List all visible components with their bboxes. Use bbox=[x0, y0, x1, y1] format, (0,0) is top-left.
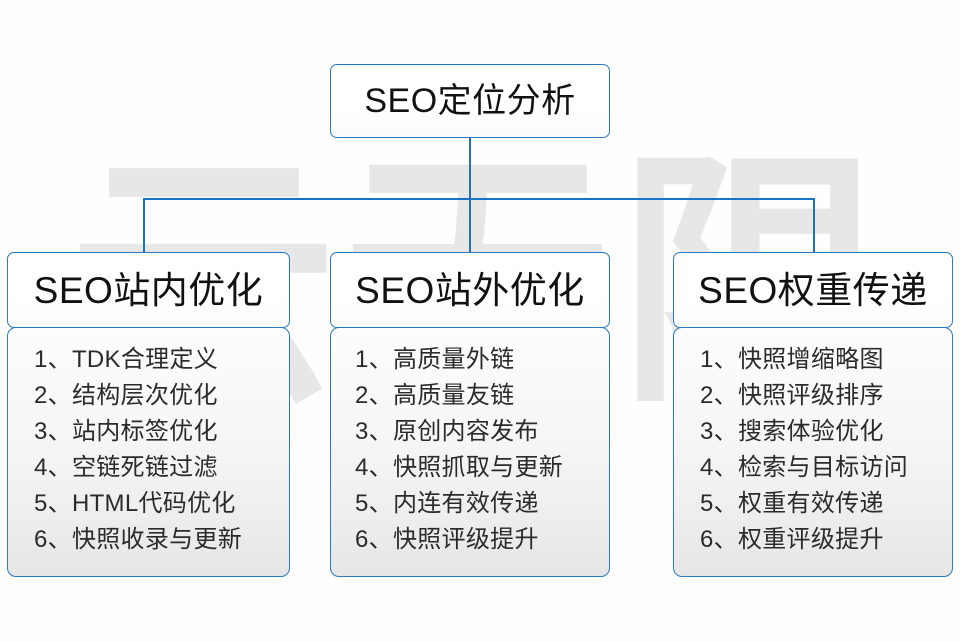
branch-item-list: 1、高质量外链 2、高质量友链 3、原创内容发布 4、快照抓取与更新 5、内连有… bbox=[331, 342, 609, 558]
list-item: 5、权重有效传递 bbox=[700, 490, 884, 517]
root-node[interactable]: SEO定位分析 bbox=[330, 64, 610, 138]
root-node-label: SEO定位分析 bbox=[364, 82, 576, 120]
branch-header-off-site[interactable]: SEO站外优化 bbox=[330, 252, 610, 328]
list-item: 4、空链死链过滤 bbox=[34, 454, 218, 481]
list-item: 1、快照增缩略图 bbox=[700, 346, 884, 373]
branch-header-on-site[interactable]: SEO站内优化 bbox=[7, 252, 290, 328]
list-item: 6、快照收录与更新 bbox=[34, 526, 243, 553]
branch-body-weight-transfer: 1、快照增缩略图 2、快照评级排序 3、搜索体验优化 4、检索与目标访问 5、权… bbox=[673, 327, 953, 577]
list-item: 5、HTML代码优化 bbox=[34, 490, 236, 517]
connector-drop-middle bbox=[469, 198, 471, 253]
connector-drop-left bbox=[143, 198, 145, 253]
list-item: 3、原创内容发布 bbox=[355, 418, 539, 445]
branch-header-label: SEO站内优化 bbox=[33, 269, 264, 311]
list-item: 1、高质量外链 bbox=[355, 346, 515, 373]
connector-drop-right bbox=[813, 198, 815, 253]
list-item: 2、结构层次优化 bbox=[34, 382, 218, 409]
list-item: 4、检索与目标访问 bbox=[700, 454, 909, 481]
branch-body-off-site: 1、高质量外链 2、高质量友链 3、原创内容发布 4、快照抓取与更新 5、内连有… bbox=[330, 327, 610, 577]
connector-root-stem bbox=[469, 138, 471, 199]
list-item: 4、快照抓取与更新 bbox=[355, 454, 564, 481]
branch-item-list: 1、TDK合理定义 2、结构层次优化 3、站内标签优化 4、空链死链过滤 5、H… bbox=[8, 342, 289, 558]
branch-header-label: SEO权重传递 bbox=[698, 269, 928, 311]
list-item: 6、快照评级提升 bbox=[355, 526, 539, 553]
branch-header-weight-transfer[interactable]: SEO权重传递 bbox=[673, 252, 953, 328]
list-item: 5、内连有效传递 bbox=[355, 490, 539, 517]
list-item: 2、快照评级排序 bbox=[700, 382, 884, 409]
list-item: 6、权重评级提升 bbox=[700, 526, 884, 553]
branch-body-on-site: 1、TDK合理定义 2、结构层次优化 3、站内标签优化 4、空链死链过滤 5、H… bbox=[7, 327, 290, 577]
list-item: 3、站内标签优化 bbox=[34, 418, 218, 445]
list-item: 3、搜索体验优化 bbox=[700, 418, 884, 445]
connector-horizontal-bus bbox=[143, 198, 814, 200]
list-item: 1、TDK合理定义 bbox=[34, 346, 219, 373]
branch-item-list: 1、快照增缩略图 2、快照评级排序 3、搜索体验优化 4、检索与目标访问 5、权… bbox=[674, 342, 952, 558]
branch-header-label: SEO站外优化 bbox=[355, 269, 585, 311]
list-item: 2、高质量友链 bbox=[355, 382, 515, 409]
